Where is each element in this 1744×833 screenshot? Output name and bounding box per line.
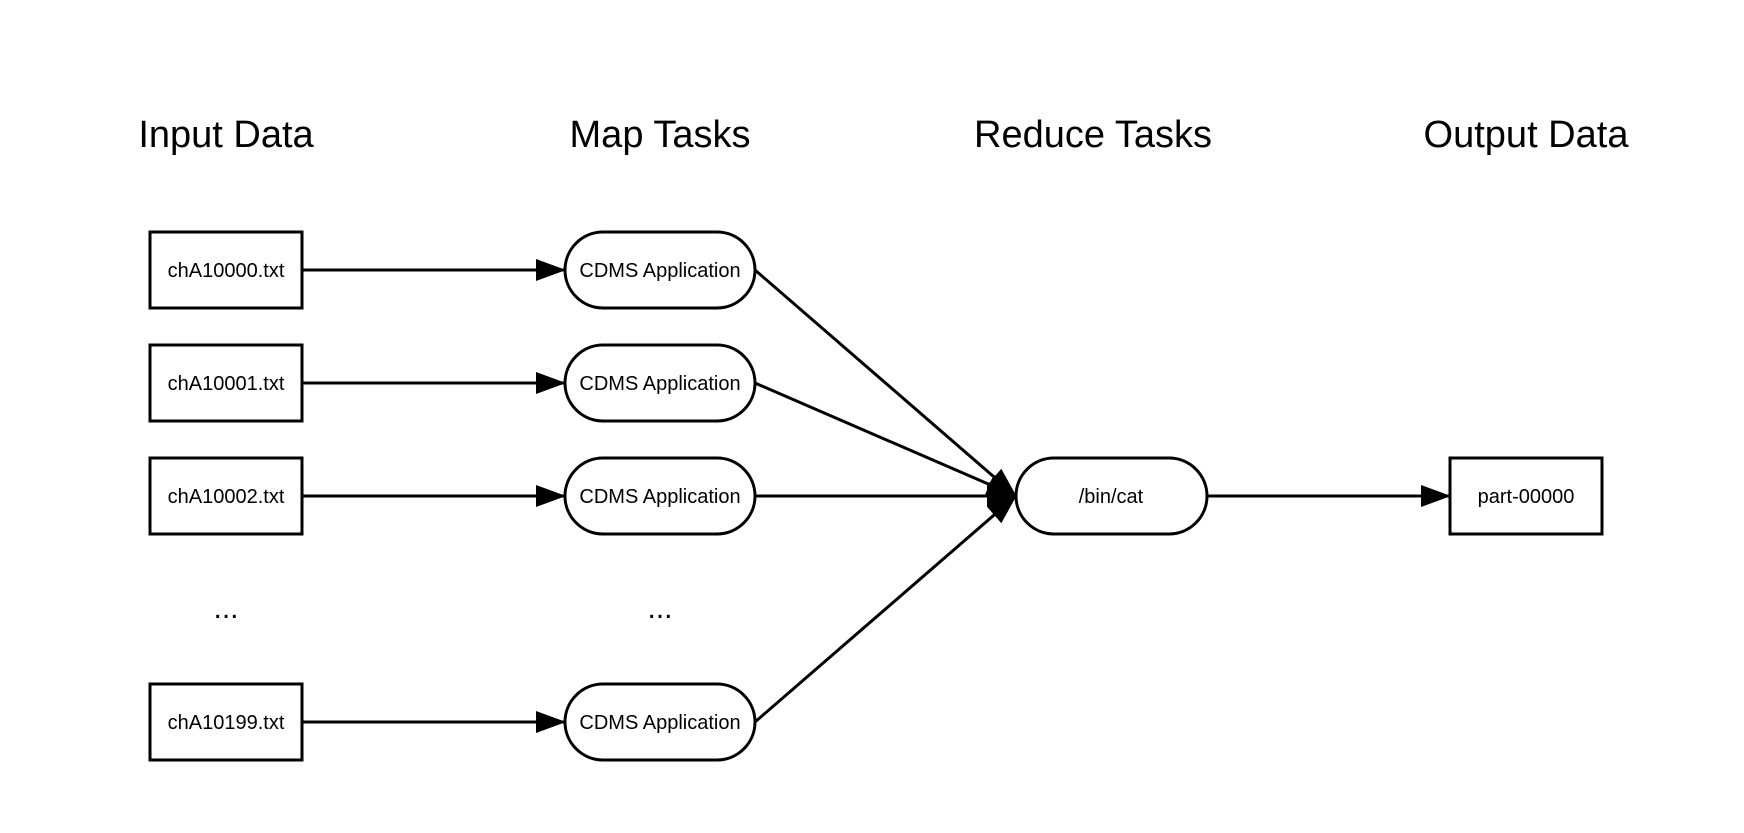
map-node-3: CDMS Application (563, 682, 757, 762)
input-node-label: chA10001.txt (168, 373, 285, 395)
input-node-1: chA10001.txt (148, 343, 304, 423)
reduce-node-label: /bin/cat (1079, 486, 1144, 508)
output-node-label: part-00000 (1478, 486, 1575, 508)
input-node-label: chA10199.txt (168, 712, 285, 734)
map-node-2: CDMS Application (563, 456, 757, 536)
edge-map-1-to-reduce (754, 381, 1017, 498)
input-node-3: chA10199.txt (148, 682, 304, 762)
column-title-map: Map Tasks (570, 114, 751, 156)
map-ellipsis: ... (647, 592, 672, 625)
column-title-input: Input Data (138, 114, 314, 156)
map-node-label: CDMS Application (579, 260, 740, 282)
column-title-output: Output Data (1424, 114, 1630, 156)
column-title-reduce: Reduce Tasks (974, 114, 1212, 156)
map-node-0: CDMS Application (563, 230, 757, 310)
edge-map-0-to-reduce (754, 268, 1017, 498)
edge-map-3-to-reduce (754, 494, 1017, 724)
input-node-0: chA10000.txt (148, 230, 304, 310)
map-node-label: CDMS Application (579, 373, 740, 395)
reduce-node: /bin/cat (1014, 456, 1209, 536)
input-node-label: chA10000.txt (168, 260, 285, 282)
input-node-label: chA10002.txt (168, 486, 285, 508)
input-node-2: chA10002.txt (148, 456, 304, 536)
map-node-1: CDMS Application (563, 343, 757, 423)
input-ellipsis: ... (213, 592, 238, 625)
map-node-label: CDMS Application (579, 712, 740, 734)
output-node: part-00000 (1448, 456, 1604, 536)
map-node-label: CDMS Application (579, 486, 740, 508)
